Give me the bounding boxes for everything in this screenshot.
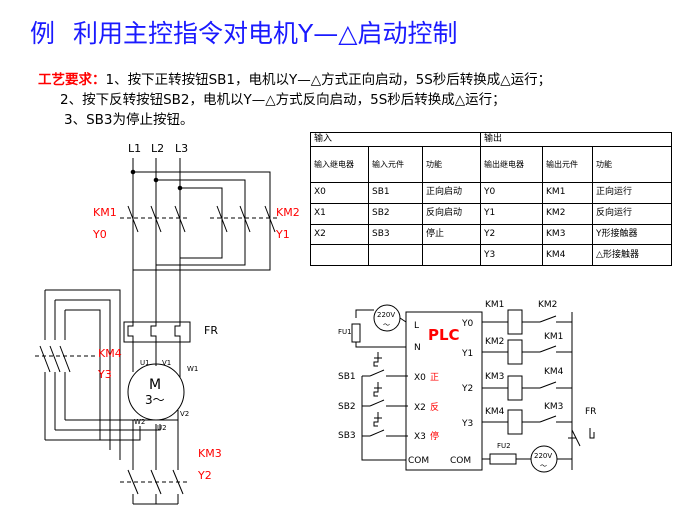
supply-left-sub: ～ — [383, 321, 390, 329]
plc-body — [405, 311, 483, 471]
input-terminal-x3: X3 — [414, 432, 426, 442]
coil-km1 — [507, 309, 523, 335]
output-coils — [482, 309, 581, 470]
plc-title: PLC — [428, 326, 460, 344]
plc-terminal-n: N — [414, 343, 421, 353]
fr-contact-label: FR — [585, 407, 596, 417]
km3-contacts — [120, 412, 190, 505]
fr-contact-symbol — [589, 428, 595, 439]
output-terminal-y3: Y3 — [461, 419, 473, 429]
coil-label-km3: KM3 — [485, 372, 504, 382]
terminal-w2: W2 — [134, 418, 145, 426]
phase-bus-lines — [130, 158, 183, 320]
interlock-label-km3: KM3 — [544, 402, 563, 412]
interlock-label-km1: KM1 — [544, 332, 563, 342]
plc-com-right: COM — [450, 456, 471, 466]
requirement-text-1: 1、按下正转按钮SB1，电机以Y—△方式正向启动，5S秒后转换成△运行； — [105, 72, 552, 88]
km2-label: KM2 — [276, 206, 300, 219]
input-terminal-x2: X2 — [414, 403, 426, 413]
requirement-line-1: 工艺要求：1、按下正转按钮SB1，电机以Y—△方式正向启动，5S秒后转换成△运行… — [38, 68, 551, 88]
thermal-relay-fr — [123, 320, 191, 343]
input-func-x3: 停 — [430, 430, 439, 442]
table-row: Y3 KM4 △形接触器 — [310, 244, 672, 266]
title-text: 利用主控指令对电机Y—△启动控制 — [73, 19, 458, 48]
table-header: 功能 — [421, 146, 482, 183]
km2-contacts — [133, 171, 280, 271]
fuse-fu2 — [489, 453, 517, 465]
km4-contacts — [35, 289, 179, 460]
y0-label: Y0 — [92, 228, 107, 241]
km1-contacts — [120, 205, 190, 233]
y2-label: Y2 — [197, 469, 212, 482]
table-cell: Y3 — [480, 244, 544, 266]
table-header: 输出继电器 — [480, 146, 544, 183]
motor-label: M — [149, 377, 161, 393]
requirement-line-3: 3、SB3为停止按钮。 — [64, 112, 194, 128]
fuse-fu1 — [351, 323, 361, 343]
km1-label: KM1 — [93, 206, 117, 219]
motor-symbol — [127, 363, 185, 421]
supply-right-sub: ～ — [540, 462, 547, 470]
requirement-line-2: 2、按下反转按钮SB2，电机以Y—△方式反向启动，5S秒后转换成△运行； — [60, 92, 506, 108]
coil-label-km1: KM1 — [485, 300, 504, 310]
supply-right-voltage: 220V — [534, 452, 552, 460]
supply-left-voltage: 220V — [377, 311, 395, 319]
y1-label: Y1 — [275, 228, 290, 241]
table-cell: KM4 — [542, 244, 594, 266]
terminal-w1: W1 — [187, 365, 198, 373]
plc-terminal-l: L — [414, 321, 419, 331]
motor-leads — [132, 342, 181, 378]
table-header: 输出元件 — [542, 146, 594, 183]
motor-phase-label: 3～ — [145, 393, 165, 407]
table-row: X1 SB2 反向启动 Y1 KM2 反向运行 — [310, 202, 672, 225]
coil-km4 — [507, 409, 523, 435]
requirement-label: 工艺要求： — [38, 72, 106, 88]
coil-km3 — [507, 375, 523, 401]
phase-label-l2: L2 — [151, 142, 164, 155]
table-cell: KM1 — [542, 182, 594, 204]
table-header: 功能 — [592, 146, 672, 183]
io-allocation-table: 输入 输出 输入继电器 输入元件 功能 输出继电器 输出元件 功能 X0 SB1… — [309, 132, 672, 266]
coil-km2 — [507, 339, 523, 365]
phase-label-l3: L3 — [175, 142, 188, 155]
interlock-label-km4: KM4 — [544, 367, 564, 377]
button-label-sb1: SB1 — [338, 372, 356, 382]
terminal-u2: U2 — [157, 424, 167, 432]
plc-com-left: COM — [408, 456, 429, 466]
table-header: 输入继电器 — [310, 146, 369, 183]
input-terminal-x0: X0 — [414, 373, 426, 383]
fu1-label: FU1 — [338, 328, 352, 336]
terminal-v2: V2 — [180, 410, 189, 418]
phase-label-l1: L1 — [128, 142, 141, 155]
coil-label-km2: KM2 — [485, 337, 504, 347]
table-cell — [421, 244, 482, 266]
input-func-x0: 正 — [430, 373, 439, 383]
terminal-v1: V1 — [162, 359, 171, 367]
button-label-sb2: SB2 — [338, 402, 356, 412]
coil-label-km4: KM4 — [485, 407, 505, 417]
km3-label: KM3 — [198, 447, 222, 460]
terminal-u1: U1 — [140, 359, 150, 367]
title-prefix: 例 — [30, 19, 56, 48]
table-cell: △形接触器 — [592, 244, 672, 266]
button-label-sb3: SB3 — [338, 431, 356, 441]
fu2-label: FU2 — [497, 442, 511, 450]
output-terminal-y0: Y0 — [461, 319, 473, 329]
km4-label: KM4 — [98, 347, 122, 360]
y3-label: Y3 — [97, 368, 112, 381]
input-func-x2: 反 — [430, 402, 439, 413]
interlock-label-km2: KM2 — [538, 300, 557, 310]
input-pushbuttons — [361, 352, 408, 461]
page-title: 例利用主控指令对电机Y—△启动控制 — [30, 14, 458, 50]
fr-label: FR — [204, 324, 218, 337]
table-row: X0 SB1 正向启动 Y0 KM1 正向运行 — [310, 182, 672, 204]
output-terminal-y1: Y1 — [461, 349, 473, 359]
output-terminal-y2: Y2 — [461, 384, 473, 394]
